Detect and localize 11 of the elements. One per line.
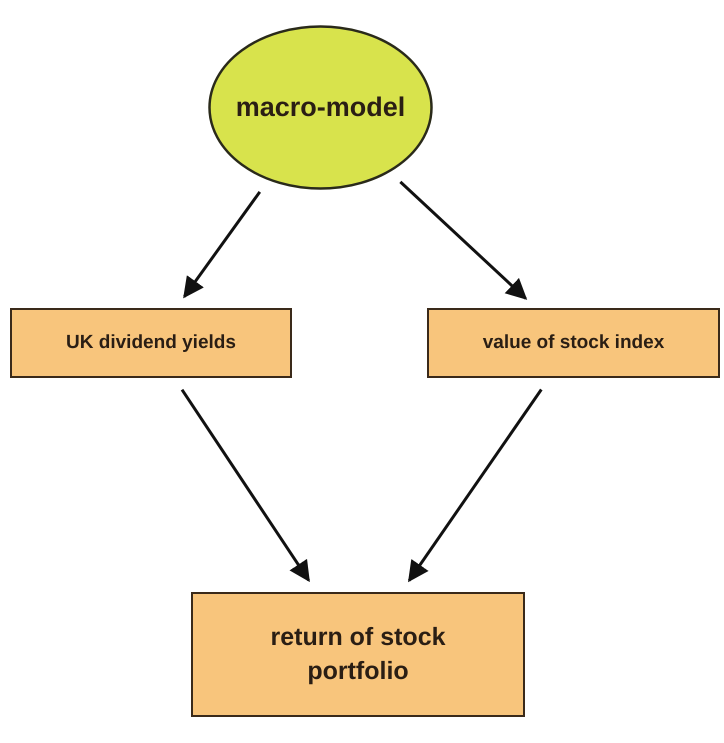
- node-label: return of stock portfolio: [269, 622, 447, 686]
- arrow: [399, 180, 528, 300]
- arrow: [180, 388, 310, 582]
- node-label: UK dividend yields: [65, 331, 237, 356]
- arrow: [408, 388, 543, 582]
- node-label: macro-model: [234, 91, 406, 124]
- process-box: [10, 308, 292, 378]
- process-box: [427, 308, 720, 378]
- arrow: [183, 190, 262, 298]
- node-label: value of stock index: [482, 331, 666, 356]
- process-box: [191, 592, 525, 717]
